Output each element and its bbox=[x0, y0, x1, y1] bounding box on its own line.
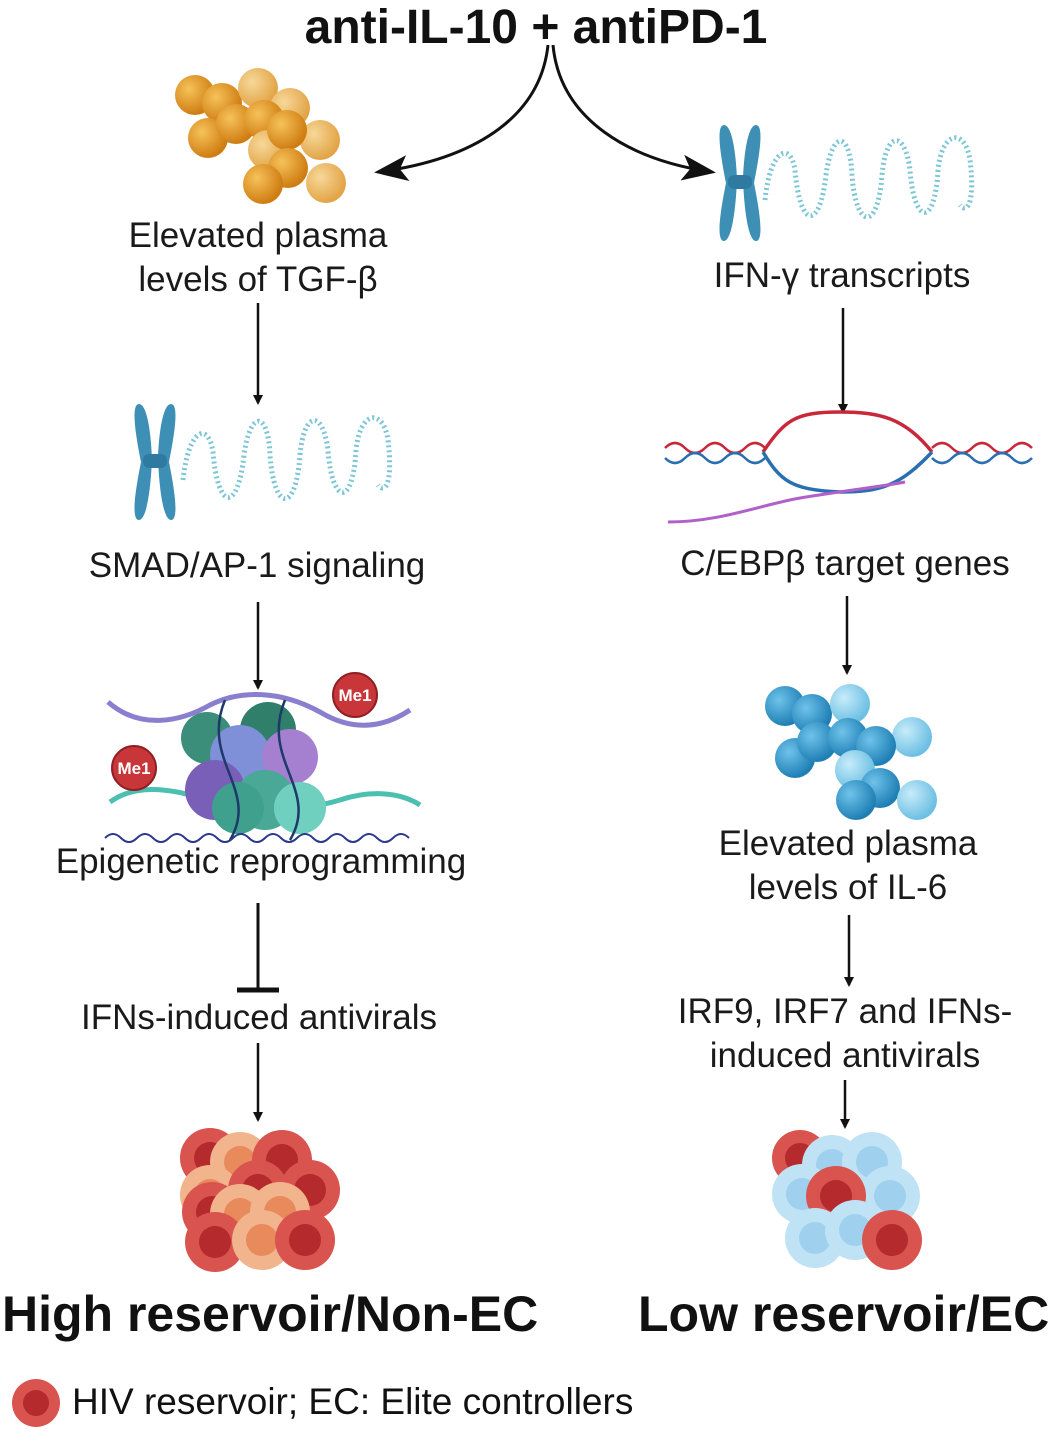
tgf-label-line2: levels of TGF-β bbox=[138, 260, 378, 299]
legend-text: HIV reservoir; EC: Elite controllers bbox=[72, 1381, 634, 1422]
tgf-label: Elevated plasma levels of TGF-β bbox=[98, 214, 418, 302]
il6-label-line1: Elevated plasma bbox=[718, 824, 978, 863]
il6-label-line2: levels of IL-6 bbox=[748, 868, 948, 907]
low-reservoir-outcome: Low reservoir/EC bbox=[638, 1286, 1050, 1342]
ifng-label: IFN-γ transcripts bbox=[713, 256, 971, 295]
diagram-title: anti-IL-10 + antiPD-1 bbox=[304, 1, 768, 54]
epi-label: Epigenetic reprogramming bbox=[55, 842, 467, 881]
il6-label: Elevated plasma levels of IL-6 bbox=[688, 822, 1008, 910]
transcription-bubble-icon bbox=[664, 410, 1033, 524]
irf-label-line2: induced antivirals bbox=[709, 1036, 981, 1075]
tgf-label-line1: Elevated plasma bbox=[128, 216, 388, 255]
nucleosome-icon: Me1 Me1 bbox=[104, 672, 422, 843]
low-reservoir-cells bbox=[772, 1130, 922, 1270]
cebpb-label: C/EBPβ target genes bbox=[680, 544, 1010, 583]
inhibition-epi-to-ifn bbox=[237, 903, 279, 993]
il6-molecules bbox=[765, 684, 937, 820]
legend-reservoir-icon bbox=[12, 1379, 60, 1427]
smad-chromosome-icon bbox=[134, 404, 393, 520]
me1-tag-left: Me1 bbox=[117, 759, 150, 778]
tgf-beta-molecules bbox=[175, 68, 346, 204]
high-reservoir-cells bbox=[180, 1128, 340, 1272]
high-reservoir-outcome: High reservoir/Non-EC bbox=[2, 1286, 539, 1342]
smad-label: SMAD/AP-1 signaling bbox=[88, 546, 426, 585]
irf-label: IRF9, IRF7 and IFNs- induced antivirals bbox=[650, 990, 1040, 1078]
ifn-antivirals-label: IFNs-induced antivirals bbox=[81, 998, 437, 1037]
irf-label-line1: IRF9, IRF7 and IFNs- bbox=[677, 992, 1013, 1031]
me1-tag-right: Me1 bbox=[338, 686, 371, 705]
split-arrows bbox=[374, 44, 716, 182]
ifng-chromosome-icon bbox=[719, 125, 975, 241]
